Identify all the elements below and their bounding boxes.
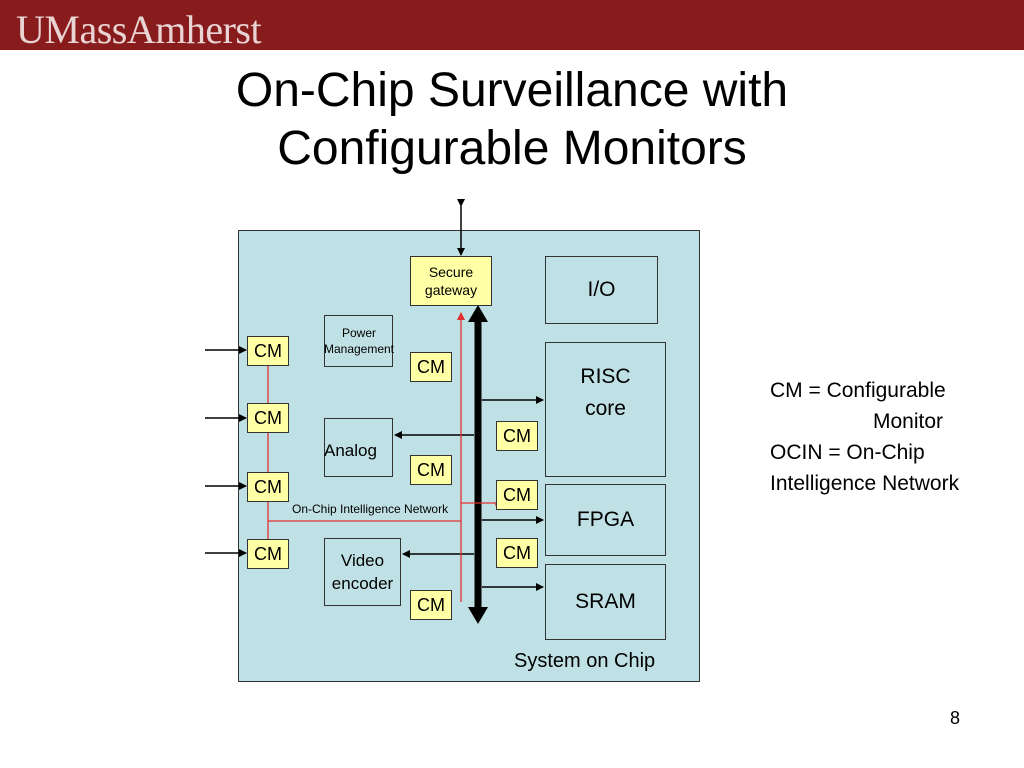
fpga-box: FPGA: [545, 484, 666, 556]
legend-line-3: OCIN = On-Chip: [770, 441, 925, 464]
ocin-network: [267, 312, 497, 602]
power-management-box: [324, 315, 393, 367]
sram-box: SRAM: [545, 564, 666, 640]
legend-line-2: Monitor: [873, 410, 944, 433]
analog-label: Analog: [324, 441, 377, 460]
cm-video: CM: [410, 590, 452, 620]
risc-line-2: core: [585, 396, 626, 420]
umass-logo: UMassAmherst: [16, 7, 262, 52]
cm-power: CM: [410, 352, 452, 382]
legend-line-4: Intelligence Network: [770, 472, 960, 495]
io-box: I/O: [545, 256, 658, 324]
slide-title-line-2: Configurable Monitors: [277, 122, 747, 175]
legend: CM = Configurable Monitor OCIN = On-Chip…: [770, 375, 959, 499]
main-bus-arrow-top: [468, 305, 488, 322]
sram-label: SRAM: [575, 590, 636, 613]
video-encoder-box: Video encoder: [324, 538, 401, 606]
cm-analog: CM: [410, 455, 452, 485]
video-line-1: Video: [340, 551, 385, 570]
cm-left-4: CM: [247, 539, 289, 569]
power-label-line-2: Management: [323, 342, 395, 356]
cm-left-3: CM: [247, 472, 289, 502]
video-line-2: encoder: [331, 574, 394, 593]
analog-box: [324, 418, 393, 477]
cm-left-1: CM: [247, 336, 289, 366]
ocin-label: On-Chip Intelligence Network: [292, 502, 449, 516]
power-management-label: Power Management: [316, 325, 402, 357]
legend-line-1: CM = Configurable: [770, 379, 946, 402]
secure-gateway-box: Secure gateway: [410, 256, 492, 306]
risc-line-1: RISC: [580, 364, 631, 388]
fpga-label: FPGA: [576, 508, 635, 531]
soc-label: System on Chip: [514, 650, 656, 672]
slide-title-line-1: On-Chip Surveillance with: [235, 64, 789, 117]
power-label-line-1: Power: [341, 326, 376, 340]
cm-sram: CM: [496, 538, 538, 568]
risc-core-box: RISC core: [545, 342, 666, 477]
header-bar: UMassAmherst: [0, 0, 1024, 52]
io-label: I/O: [587, 278, 616, 301]
cm-left-2: CM: [247, 403, 289, 433]
main-bus-arrow-bottom: [468, 607, 488, 624]
page-number: 8: [950, 708, 961, 728]
cm-fpga: CM: [496, 480, 538, 510]
secure-gateway-line-2: gateway: [424, 282, 478, 298]
secure-gateway-line-1: Secure: [428, 264, 474, 280]
slide-title: On-Chip Surveillance with Configurable M…: [0, 62, 1024, 178]
cm-risc: CM: [496, 421, 538, 451]
